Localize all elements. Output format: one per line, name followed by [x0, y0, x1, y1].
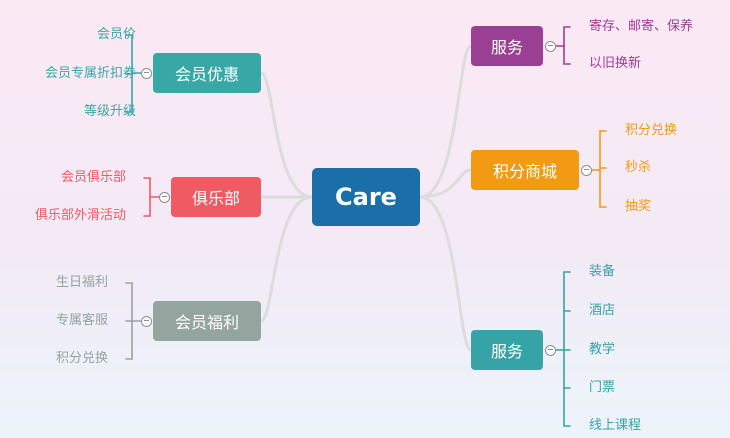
bracket-line: [599, 130, 607, 208]
connector-line: [418, 195, 473, 352]
leaf-points-exchange[interactable]: 积分兑换: [625, 123, 678, 138]
leaf-member-price[interactable]: 会员价: [96, 27, 136, 42]
leaf-flash-sale[interactable]: 秒杀: [625, 160, 652, 175]
leaf-trade-in[interactable]: 以旧换新: [589, 56, 642, 71]
collapse-toggle-icon[interactable]: [158, 191, 170, 203]
leaf-hotel[interactable]: 酒店: [589, 303, 616, 318]
collapse-toggle-icon[interactable]: [544, 344, 556, 356]
leaf-birthday-benefit[interactable]: 生日福利: [55, 275, 108, 290]
leaf-level-upgrade[interactable]: 等级升级: [83, 104, 136, 119]
bracket-line: [563, 26, 571, 65]
branch-node-member-benefits[interactable]: 会员福利: [153, 301, 261, 341]
branch-node-member-discount[interactable]: 会员优惠: [153, 53, 261, 93]
collapse-toggle-icon[interactable]: [580, 164, 592, 176]
leaf-lottery[interactable]: 抽奖: [625, 199, 652, 214]
bracket-line: [143, 177, 151, 217]
bracket-line: [563, 271, 571, 427]
connector-line: [418, 168, 473, 199]
leaf-online-course[interactable]: 线上课程: [589, 418, 642, 433]
collapse-toggle-icon[interactable]: [140, 67, 152, 79]
leaf-member-coupon[interactable]: 会员专属折扣券: [44, 66, 136, 81]
leaf-member-club[interactable]: 会员俱乐部: [60, 170, 126, 185]
connector-line: [259, 71, 314, 199]
leaf-teaching[interactable]: 教学: [589, 342, 616, 357]
collapse-toggle-icon[interactable]: [140, 315, 152, 327]
branch-node-club[interactable]: 俱乐部: [171, 177, 261, 217]
leaf-tickets[interactable]: 门票: [589, 380, 616, 395]
leaf-dedicated-service[interactable]: 专属客服: [55, 313, 108, 328]
leaf-equipment[interactable]: 装备: [589, 264, 616, 279]
collapse-toggle-icon[interactable]: [544, 40, 556, 52]
branch-node-service-bottom[interactable]: 服务: [471, 330, 543, 370]
leaf-points-exchange-benefit[interactable]: 积分兑换: [55, 351, 108, 366]
branch-node-service-top[interactable]: 服务: [471, 26, 543, 66]
connector-line: [418, 44, 473, 199]
root-node-care[interactable]: Care: [312, 168, 420, 226]
leaf-storage-mail-maintenance[interactable]: 寄存、邮寄、保养: [589, 19, 694, 34]
branch-node-points-mall[interactable]: 积分商城: [471, 150, 579, 190]
connector-line: [259, 195, 314, 323]
leaf-club-ski-activity[interactable]: 俱乐部外滑活动: [34, 208, 126, 223]
